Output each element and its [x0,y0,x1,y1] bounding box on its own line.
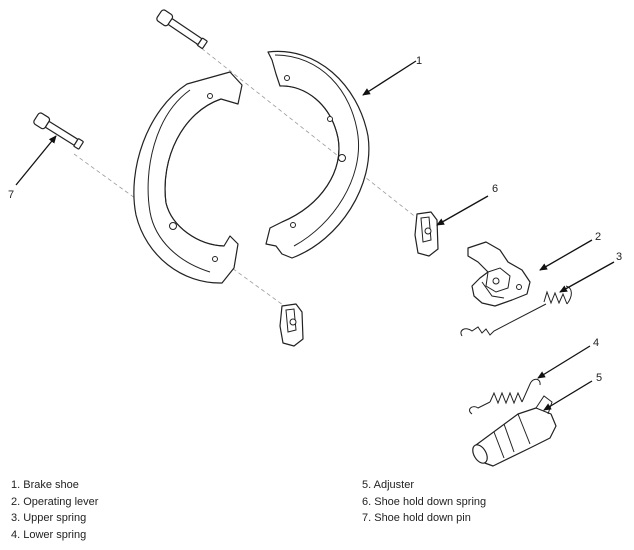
callout-6: 6 [492,183,498,195]
brake-shoe-left [133,71,243,284]
callout-5: 5 [596,372,602,384]
hold-down-pin-upper [156,9,208,49]
legend-left: 1. Brake shoe 2. Operating lever 3. Uppe… [11,477,98,543]
leader-lines [15,60,615,411]
hold-down-spring-lower [279,303,304,347]
legend-item-upper-spring: 3. Upper spring [11,512,87,524]
callout-4: 4 [593,337,599,349]
alignment-lines [73,43,423,311]
exploded-parts-diagram: 1 6 2 3 4 5 7 [8,9,622,467]
legend-item-hold-down-spring: 6. Shoe hold down spring [362,495,487,508]
legend-item-brake-shoe: 1. Brake shoe [11,479,79,491]
callout-numbers: 1 6 2 3 4 5 7 [8,55,622,384]
callout-3: 3 [616,251,622,263]
callout-7: 7 [8,189,14,201]
operating-lever [467,241,531,307]
legend-item-hold-down-pin: 7. Shoe hold down pin [362,512,471,524]
legend-right: 5. Adjuster 6. Shoe hold down spring 7. … [362,477,486,527]
callout-1: 1 [416,55,422,67]
brake-shoe-right [265,50,370,259]
legend-item-lower-spring: 4. Lower spring [11,528,87,541]
hold-down-spring-right [414,211,439,257]
legend-item-adjuster: 5. Adjuster [362,479,414,491]
lower-spring [469,378,541,415]
legend-item-operating-lever: 2. Operating lever [11,495,99,508]
callout-2: 2 [595,231,601,243]
adjuster [472,395,557,467]
hold-down-pin-left [33,112,84,150]
